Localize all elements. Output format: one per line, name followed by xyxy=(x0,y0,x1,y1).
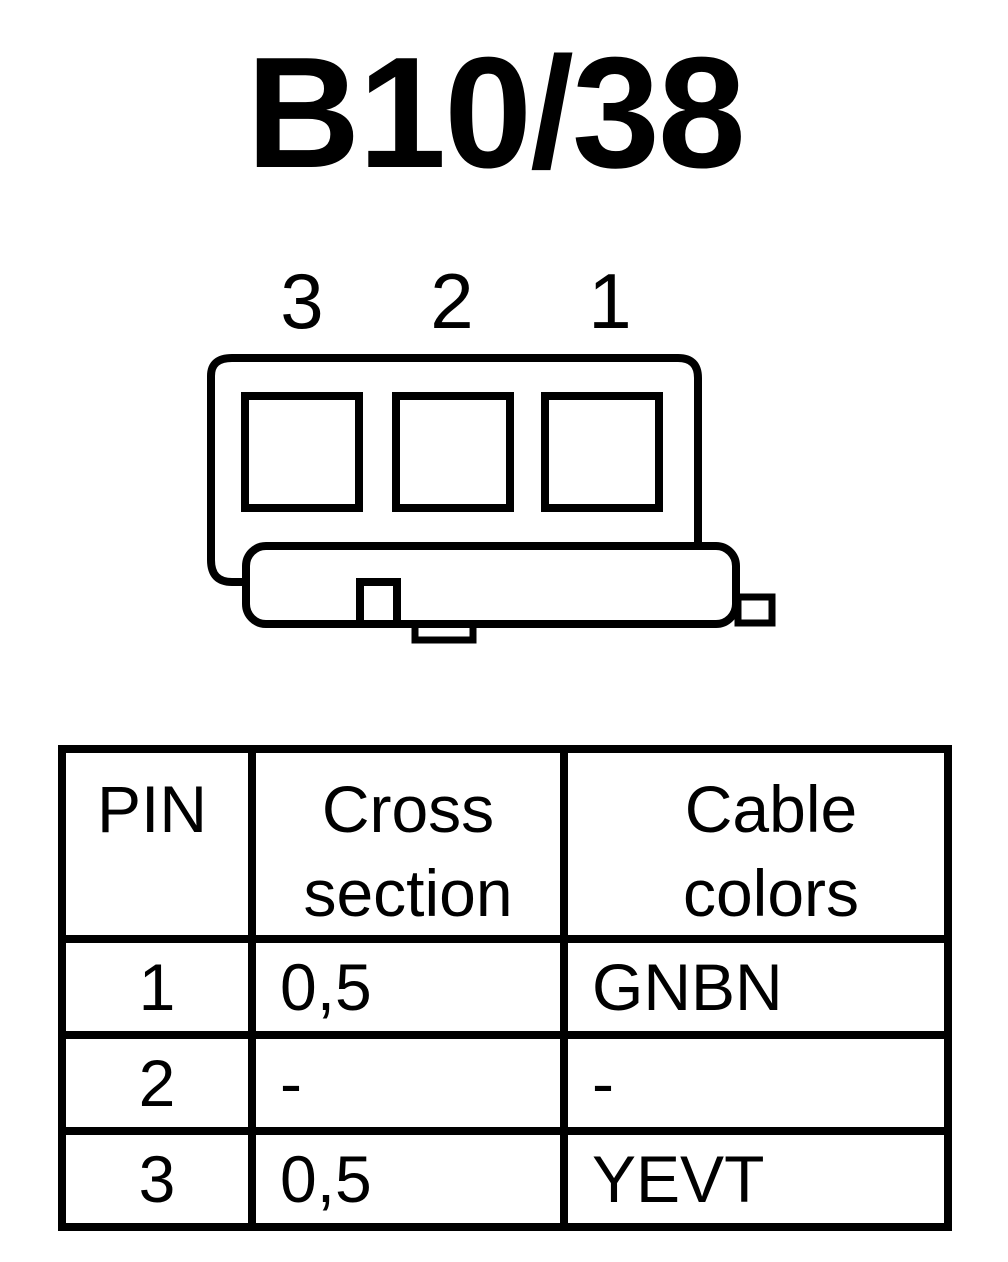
cell-cross-section: 0,5 xyxy=(248,935,568,1039)
table-row: 1 0,5 GNBN xyxy=(58,935,952,1039)
cell-cable-color: - xyxy=(560,1031,952,1135)
pin-assignment-table: PIN Cross section Cable colors 1 0,5 GNB… xyxy=(58,745,952,1231)
locking-slide xyxy=(242,542,740,628)
cell-pin: 1 xyxy=(58,935,256,1039)
pin-cavity-2 xyxy=(392,392,514,512)
cell-cross-section: 0,5 xyxy=(248,1127,568,1231)
table-row: 3 0,5 YEVT xyxy=(58,1127,952,1231)
header-color-line1: Cable xyxy=(684,772,858,846)
pin-cavity-3 xyxy=(241,392,363,512)
latch-notch xyxy=(356,578,401,620)
cell-pin: 2 xyxy=(58,1031,256,1135)
connector-title: B10/38 xyxy=(246,25,746,201)
connector-diagram: 3 2 1 xyxy=(207,257,776,644)
table-header-row: PIN Cross section Cable colors xyxy=(58,745,952,943)
header-color-line2: colors xyxy=(682,856,860,930)
locking-tab xyxy=(734,593,776,627)
header-cross-section: Cross section xyxy=(248,745,568,943)
pin-cavity-1 xyxy=(541,392,663,512)
header-cross-line2: section xyxy=(303,856,513,930)
table-row: 2 - - xyxy=(58,1031,952,1135)
cell-cable-color: GNBN xyxy=(560,935,952,1039)
cell-cross-section: - xyxy=(248,1031,568,1135)
connector-housing-outline xyxy=(207,354,702,586)
cell-cable-color: YEVT xyxy=(560,1127,952,1231)
pin-label-2: 2 xyxy=(430,257,473,345)
pin-label-3: 3 xyxy=(280,257,323,345)
cell-pin: 3 xyxy=(58,1127,256,1231)
header-cable-colors: Cable colors xyxy=(560,745,952,943)
pin-label-1: 1 xyxy=(588,257,631,345)
header-pin: PIN xyxy=(58,745,256,943)
header-cross-line1: Cross xyxy=(321,772,495,846)
